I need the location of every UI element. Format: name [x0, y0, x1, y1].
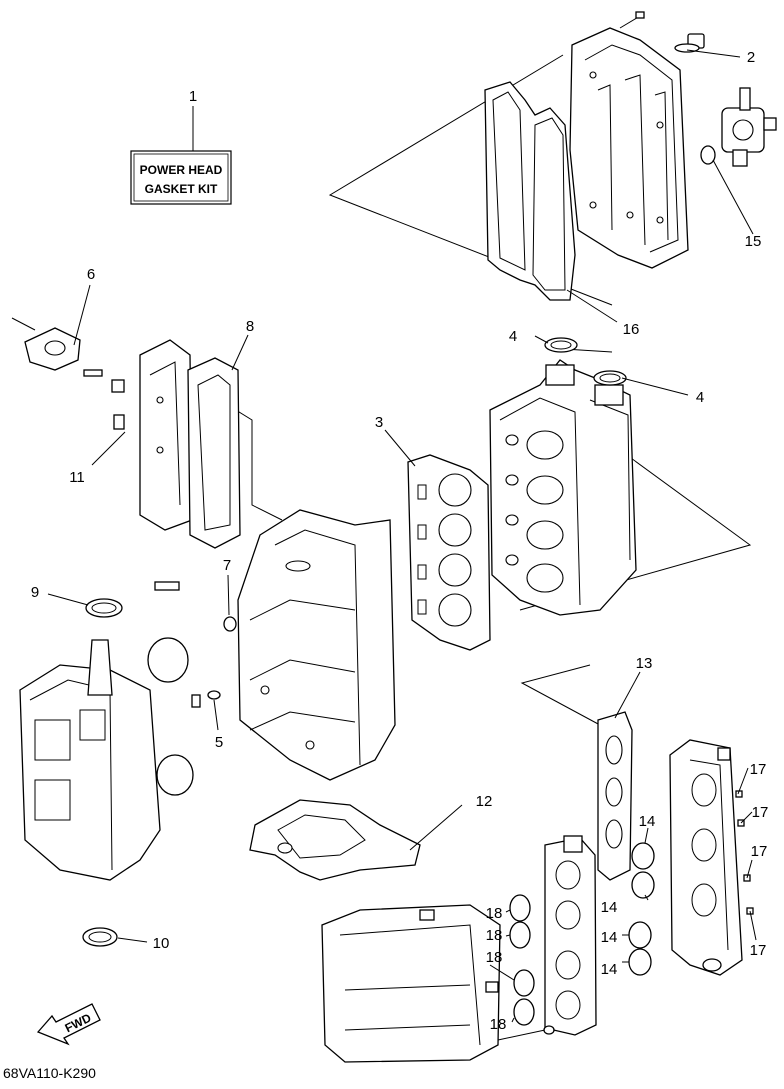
- cylinder-block: [237, 509, 396, 781]
- callout-numbers: 1 2 3 4 4 5 6 7 8 9 10 11 12 13 14 14 14…: [31, 49, 769, 1033]
- callout-11: 11: [69, 469, 85, 486]
- callout-14-b: 14: [601, 899, 618, 916]
- callout-12: 12: [476, 793, 493, 810]
- callout-13: 13: [636, 655, 653, 672]
- callout-15: 15: [745, 233, 762, 250]
- oil-seal-left: [544, 337, 578, 353]
- oil-seal-right: [593, 370, 627, 386]
- kit-box-line1: POWER HEAD: [140, 163, 223, 177]
- exhaust-cover: [139, 339, 193, 531]
- kit-box-line2: GASKET KIT: [145, 182, 218, 196]
- intake-manifold-gasket: [597, 711, 633, 881]
- crankshaft-oil-seal-upper: [85, 598, 123, 618]
- gasket-kit-label-box: POWER HEAD GASKET KIT: [130, 150, 232, 205]
- crankcase: [19, 637, 194, 881]
- bolt-fittings: [83, 369, 237, 708]
- callout-18-d: 18: [490, 1016, 507, 1033]
- callout-4-right: 4: [696, 389, 704, 406]
- cylinder-head-cover: [569, 11, 689, 269]
- callout-17-b: 17: [752, 804, 769, 821]
- callout-7: 7: [223, 557, 231, 574]
- o-rings-14: [628, 842, 655, 976]
- callout-10: 10: [153, 935, 170, 952]
- cylinder-head-gasket: [407, 454, 491, 651]
- callout-18-c: 18: [486, 949, 503, 966]
- callout-17-c: 17: [751, 843, 768, 860]
- drawing-code: 68VA110-K290: [3, 1065, 96, 1081]
- callout-16: 16: [623, 321, 640, 338]
- callout-5: 5: [215, 734, 223, 751]
- base-gasket: [249, 799, 421, 881]
- throttle-body-assembly: [544, 835, 597, 1036]
- callout-14-a: 14: [639, 813, 656, 830]
- forward-direction-arrow: FWD: [36, 1003, 101, 1046]
- callout-17-d: 17: [750, 942, 767, 959]
- callout-3: 3: [375, 414, 383, 431]
- oil-filler-cap: [674, 33, 705, 53]
- intake-silencer: [321, 904, 555, 1063]
- intake-manifold: [669, 739, 743, 976]
- callout-6: 6: [87, 266, 95, 283]
- callout-1: 1: [189, 88, 197, 105]
- o-rings-18: [509, 894, 535, 1026]
- thermostat-cover: [11, 317, 81, 371]
- head-cover-gasket: [484, 81, 576, 301]
- callout-18-b: 18: [486, 927, 503, 944]
- fuel-pump-assembly: [700, 87, 777, 167]
- callout-14-d: 14: [601, 961, 618, 978]
- callout-9: 9: [31, 584, 39, 601]
- callout-2: 2: [747, 49, 755, 66]
- crankshaft-oil-seal-lower: [82, 927, 118, 947]
- cylinder-head: [489, 359, 637, 616]
- callout-18-a: 18: [486, 905, 503, 922]
- callout-leader-lines: [47, 49, 757, 1023]
- callout-17-a: 17: [750, 761, 767, 778]
- callout-8: 8: [246, 318, 254, 335]
- callout-4-left: 4: [509, 328, 517, 345]
- callout-14-c: 14: [601, 929, 618, 946]
- exhaust-cover-gasket: [187, 357, 241, 549]
